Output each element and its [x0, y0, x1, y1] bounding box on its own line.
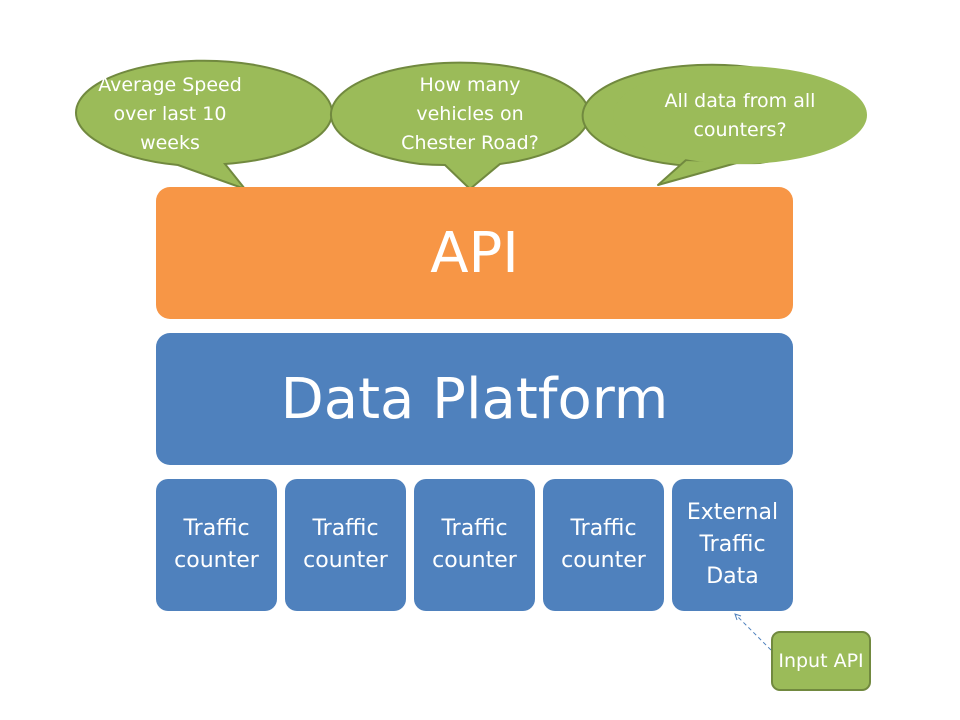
api-layer: API [156, 187, 793, 319]
speech-bubble-chester-road [330, 61, 590, 191]
bubble-line: Average Speed [98, 73, 242, 96]
bubble-text-all-counters: All data from all counters? [640, 86, 840, 146]
bubble-line: over last 10 [113, 102, 227, 125]
source-label: Traffic counter [303, 516, 388, 573]
data-platform-label: Data Platform [280, 366, 669, 432]
bubble-line: Chester Road? [401, 131, 539, 154]
traffic-counter-1: Traffic counter [156, 479, 277, 611]
input-api-label: Input API [778, 649, 864, 672]
speech-bubble-all-counters [581, 63, 867, 186]
speech-bubble-average-speed [75, 59, 333, 192]
bubble-line: All data from all [664, 90, 816, 112]
source-label: Traffic counter [561, 516, 646, 573]
traffic-counter-3: Traffic counter [414, 479, 535, 611]
bubble-line: How many [419, 73, 521, 96]
input-connector-arrow [734, 613, 772, 651]
input-api-box: Input API [771, 631, 871, 691]
bubble-line: vehicles on [416, 102, 524, 125]
traffic-counter-2: Traffic counter [285, 479, 406, 611]
api-layer-label: API [430, 220, 519, 286]
source-label: External Traffic Data [686, 500, 779, 589]
traffic-counter-4: Traffic counter [543, 479, 664, 611]
bubble-line: weeks [140, 131, 200, 154]
bubble-text-chester-road: How many vehicles on Chester Road? [370, 70, 570, 158]
bubble-line: counters? [693, 119, 787, 141]
bubble-text-average-speed: Average Speed over last 10 weeks [80, 70, 260, 158]
data-platform-layer: Data Platform [156, 333, 793, 465]
source-label: Traffic counter [432, 516, 517, 573]
source-label: Traffic counter [174, 516, 259, 573]
external-traffic-data: External Traffic Data [672, 479, 793, 611]
